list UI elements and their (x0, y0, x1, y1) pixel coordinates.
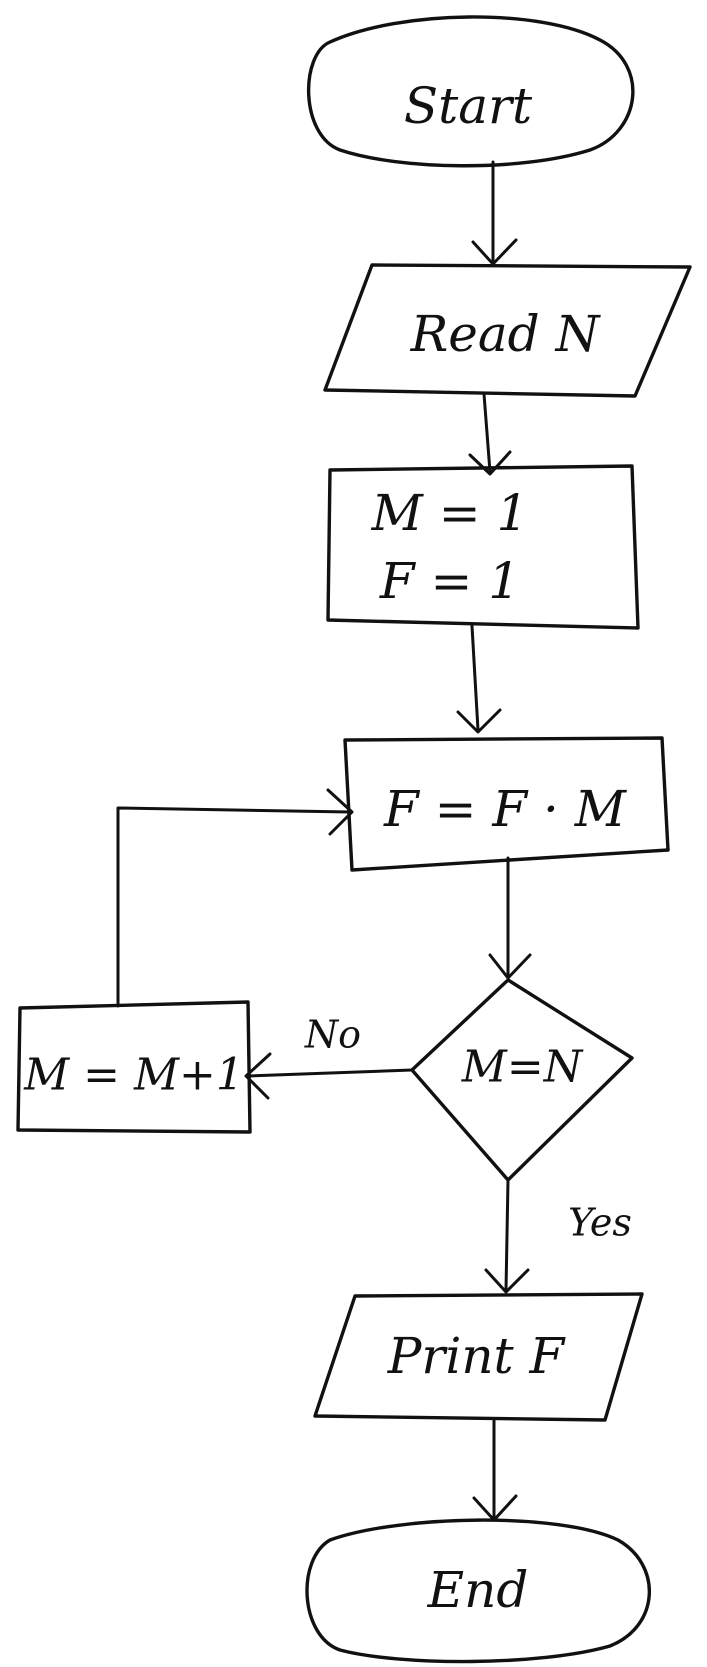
decision-label: M=N (461, 1042, 584, 1093)
start-node: Start (306, 15, 635, 168)
arrow-init-to-multiply (456, 624, 502, 734)
arrow-decision-to-increment: No (244, 1013, 414, 1100)
arrow-start-to-read (471, 160, 518, 266)
init-node: M = 1 F = 1 (326, 464, 640, 630)
print-label: Print F (387, 1327, 567, 1385)
arrow-decision-to-print: Yes (484, 1178, 632, 1294)
multiply-node: F = F · M (343, 736, 670, 872)
no-label: No (304, 1013, 361, 1057)
init-process-shape (326, 464, 640, 630)
end-terminator-shape (305, 1518, 652, 1664)
start-label: Start (404, 77, 533, 135)
multiply-process-shape (343, 736, 670, 872)
print-output-shape (313, 1292, 644, 1422)
multiply-label: F = F · M (383, 780, 628, 838)
increment-process-shape (16, 1000, 252, 1134)
increment-label: M = M+1 (23, 1050, 244, 1101)
end-node: End (305, 1518, 652, 1664)
yes-label: Yes (568, 1201, 632, 1245)
arrow-multiply-to-decision (488, 856, 532, 980)
init-line2: F = 1 (379, 552, 520, 610)
print-node: Print F (313, 1292, 644, 1422)
increment-node: M = M+1 (16, 1000, 252, 1134)
arrow-increment-to-multiply (116, 788, 354, 1008)
start-terminator-shape (306, 15, 635, 168)
end-label: End (427, 1561, 529, 1619)
read-node: Read N (323, 263, 692, 398)
read-input-shape (323, 263, 692, 398)
init-line1: M = 1 (371, 484, 529, 542)
arrow-print-to-end (472, 1418, 518, 1522)
arrow-read-to-init (468, 392, 512, 476)
read-label: Read N (410, 305, 602, 363)
decision-node: M=N (410, 978, 634, 1182)
